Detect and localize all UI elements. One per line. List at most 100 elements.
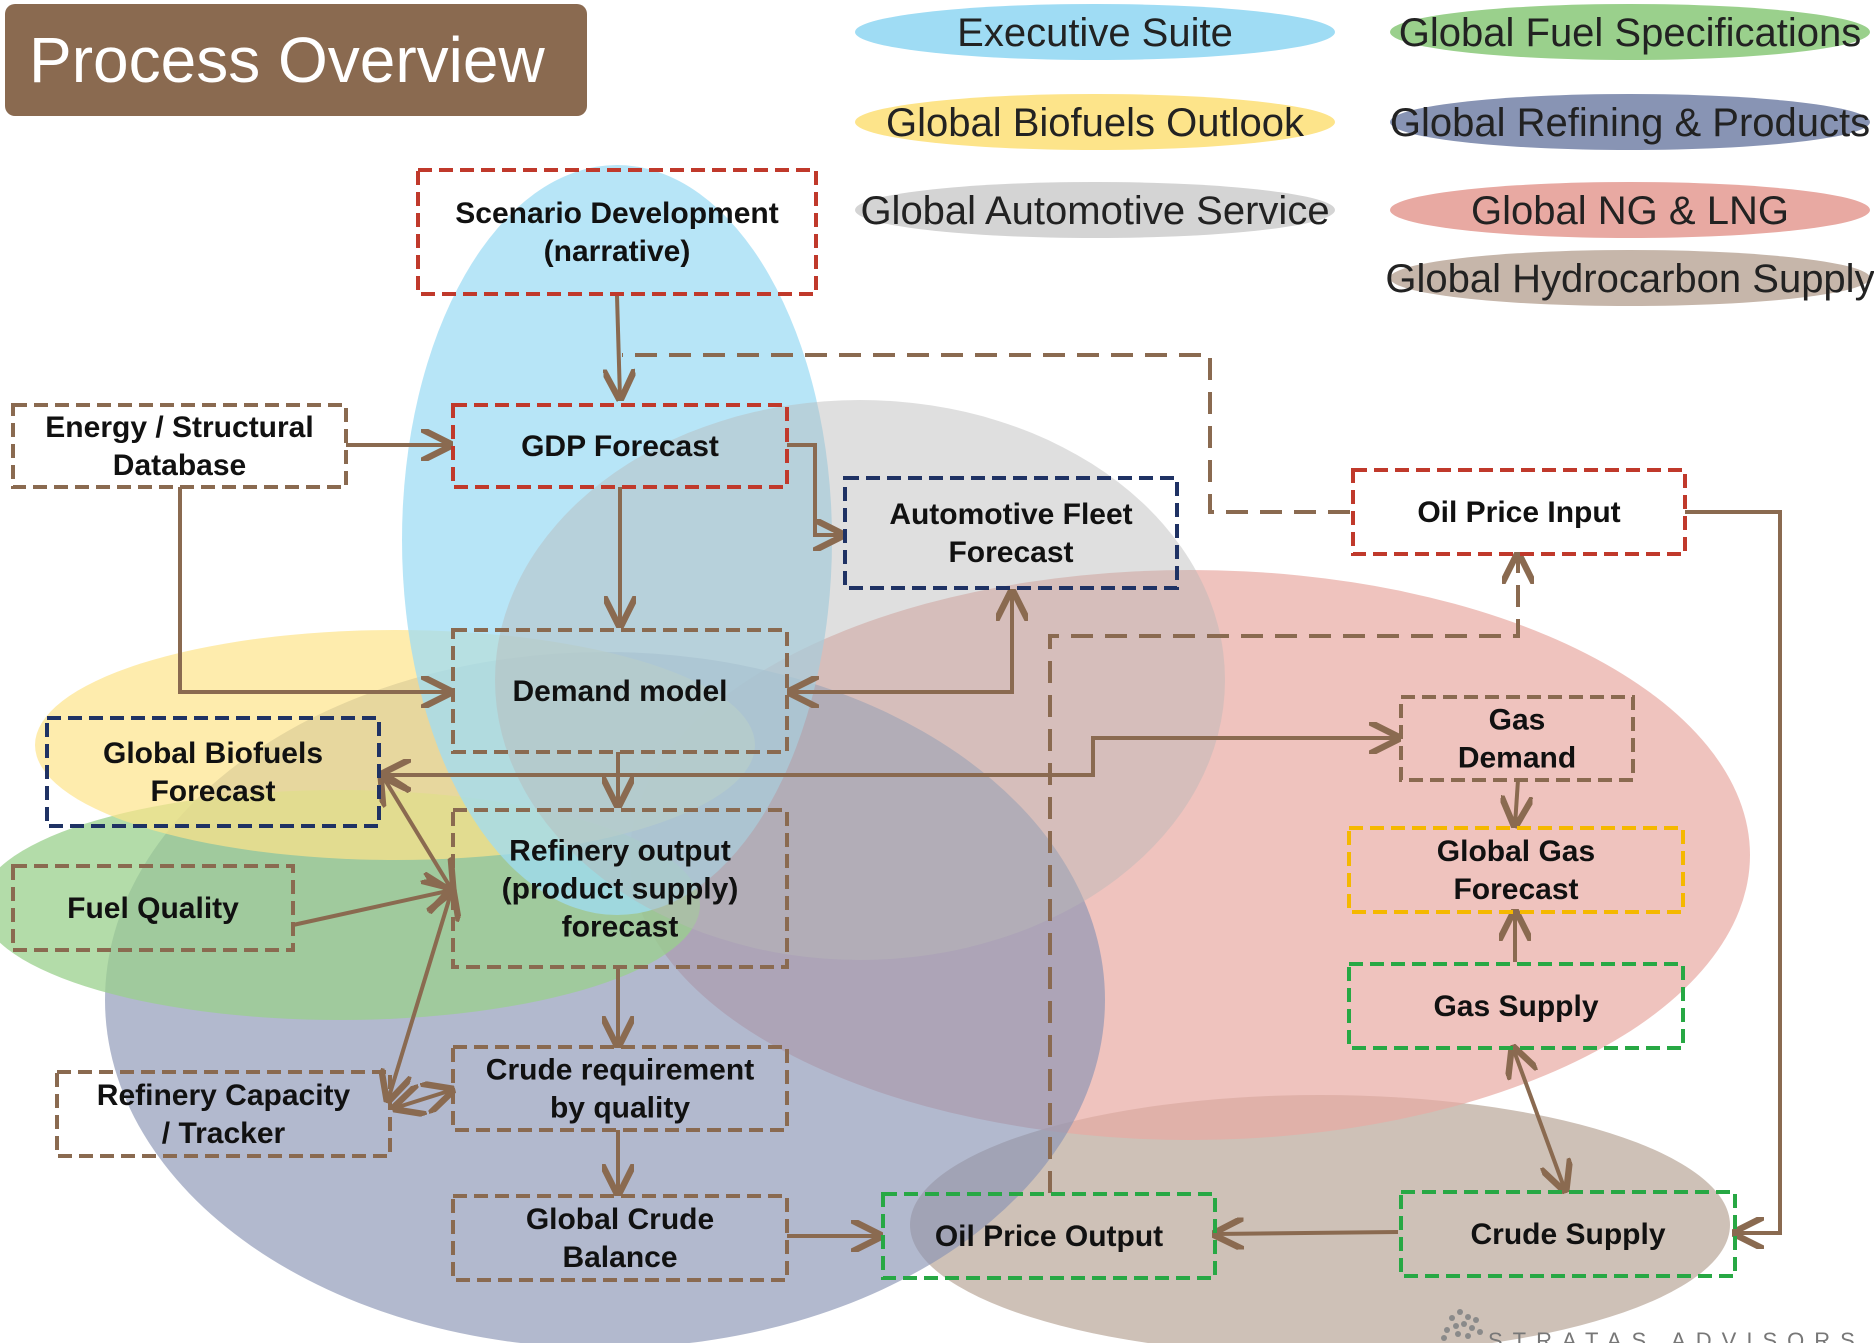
- arrow-capacity-crude-req: [395, 1090, 452, 1108]
- node-label-biofuels-forecast: Forecast: [150, 775, 275, 808]
- node-box-fuel-quality: [11, 864, 295, 952]
- legend-swatch-fuelspec: [1390, 4, 1870, 60]
- legend: Executive Suite Global Fuel Specification…: [855, 4, 1874, 306]
- legend-label-nglng: Global NG & LNG: [1471, 189, 1789, 233]
- legend-swatch-auto: [855, 182, 1335, 238]
- legend-item-auto: Global Automotive Service: [855, 182, 1335, 238]
- node-label-gas-demand: Demand: [1458, 742, 1576, 775]
- node-label-crude-req: by quality: [550, 1092, 690, 1125]
- node-crude-req: Crude requirement by quality: [451, 1045, 789, 1132]
- legend-label-exec: Executive Suite: [957, 11, 1233, 55]
- legend-item-refining: Global Refining & Products: [1390, 94, 1870, 150]
- node-label-energy-db: Database: [113, 449, 246, 482]
- legend-label-auto: Global Automotive Service: [860, 189, 1329, 233]
- legend-swatch-nglng: [1390, 182, 1870, 238]
- node-label-scenario: Scenario Development: [455, 197, 778, 230]
- legend-label-biofuels: Global Biofuels Outlook: [886, 101, 1305, 145]
- legend-item-biofuels: Global Biofuels Outlook: [855, 94, 1335, 150]
- arrow-gas-demand-to-gas-forecast: [1515, 779, 1518, 825]
- node-box-gas-demand: [1399, 695, 1635, 782]
- node-gas-supply: Gas Supply: [1347, 962, 1685, 1050]
- legend-swatch-exec: [855, 4, 1335, 60]
- brand-logo: STRATAS ADVISORS: [1441, 1309, 1865, 1343]
- node-label-refinery-capacity: / Tracker: [162, 1117, 286, 1150]
- node-scenario: Scenario Development (narrative): [416, 168, 818, 296]
- legend-swatch-biofuels: [855, 94, 1335, 150]
- node-label-auto-fleet: Forecast: [948, 536, 1073, 569]
- arrow-auto-fleet-demand: [790, 592, 1012, 692]
- arrow-scenario-to-gdp: [617, 295, 620, 398]
- node-label-demand-model: Demand model: [512, 675, 727, 708]
- legend-item-hydrocarbon: Global Hydrocarbon Supply: [1385, 250, 1874, 306]
- node-box-oil-price-output: [881, 1192, 1217, 1280]
- node-fuel-quality: Fuel Quality: [11, 864, 295, 952]
- node-label-global-gas-forecast: Global Gas: [1437, 835, 1595, 868]
- node-label-gas-supply: Gas Supply: [1433, 990, 1598, 1023]
- node-box-refinery-output: [451, 808, 789, 969]
- legend-swatch-refining: [1390, 94, 1870, 150]
- arrow-oil-price-input-to-crude-supply: [1685, 510, 1782, 1233]
- node-refinery-output: Refinery output (product supply) forecast: [451, 808, 789, 969]
- legend-swatch-hydrocarbon: [1390, 250, 1870, 306]
- node-label-fuel-quality: Fuel Quality: [67, 892, 239, 925]
- legend-label-refining: Global Refining & Products: [1390, 101, 1870, 145]
- legend-label-hydrocarbon: Global Hydrocarbon Supply: [1385, 257, 1874, 301]
- node-label-refinery-output: forecast: [562, 911, 679, 944]
- connectors: [178, 295, 1782, 1236]
- node-label-refinery-output: Refinery output: [509, 835, 731, 868]
- node-label-global-gas-forecast: Forecast: [1453, 873, 1578, 906]
- legend-item-fuelspec: Global Fuel Specifications: [1390, 4, 1870, 60]
- node-box-biofuels-forecast: [45, 716, 381, 828]
- node-gdp: GDP Forecast: [451, 403, 789, 489]
- dashed-oil-price-output-to-input: [1048, 555, 1518, 1193]
- arrow-gdp-to-auto-fleet: [787, 443, 842, 535]
- node-box-gdp: [451, 403, 789, 489]
- page-title: Process Overview: [5, 4, 587, 116]
- node-box-auto-fleet: [843, 476, 1179, 590]
- nodes: Scenario Development (narrative) Energy / …: [11, 168, 1737, 1282]
- legend-label-fuelspec: Global Fuel Specifications: [1399, 11, 1861, 55]
- node-label-auto-fleet: Automotive Fleet: [889, 498, 1132, 531]
- node-label-oil-price-output: Oil Price Output: [935, 1220, 1163, 1253]
- node-demand-model: Demand model: [451, 628, 789, 754]
- brand-text: STRATAS ADVISORS: [1488, 1328, 1865, 1343]
- legend-item-nglng: Global NG & LNG: [1390, 182, 1870, 238]
- arrow-energy-db-to-demand: [178, 487, 450, 692]
- node-label-global-crude-balance: Balance: [562, 1241, 677, 1274]
- node-box-oil-price-input: [1351, 468, 1687, 556]
- node-label-biofuels-forecast: Global Biofuels: [103, 737, 323, 770]
- node-label-gas-demand: Gas: [1489, 704, 1546, 737]
- node-oil-price-input: Oil Price Input: [1351, 468, 1687, 556]
- arrow-gas-supply-crude-supply: [1513, 1048, 1565, 1190]
- node-label-scenario: (narrative): [544, 235, 691, 268]
- node-label-global-crude-balance: Global Crude: [526, 1203, 714, 1236]
- arrow-demand-to-gas-demand: [618, 738, 1398, 777]
- arrow-capacity-refinery-output: [388, 890, 452, 1100]
- arrow-crude-supply-to-oil-price-output: [1215, 1232, 1399, 1234]
- node-label-gdp: GDP Forecast: [521, 430, 719, 463]
- arrow-biofuels-refinery-output: [382, 775, 452, 890]
- node-label-energy-db: Energy / Structural: [45, 411, 313, 444]
- node-label-crude-req: Crude requirement: [486, 1054, 754, 1087]
- node-oil-price-output: Oil Price Output: [881, 1192, 1217, 1280]
- node-refinery-capacity: Refinery Capacity / Tracker: [55, 1070, 392, 1158]
- node-label-refinery-output: (product supply): [502, 873, 739, 906]
- dashed-oil-price-input-to-gdp: [622, 353, 1350, 514]
- node-label-oil-price-input: Oil Price Input: [1417, 496, 1620, 529]
- legend-item-exec: Executive Suite: [855, 4, 1335, 60]
- node-box-demand-model: [451, 628, 789, 754]
- region-executive-suite: [402, 165, 832, 915]
- node-crude-supply: Crude Supply: [1399, 1190, 1737, 1278]
- node-label-refinery-capacity: Refinery Capacity: [97, 1079, 351, 1112]
- node-box-energy-db: [11, 403, 348, 489]
- node-label-crude-supply: Crude Supply: [1470, 1218, 1665, 1251]
- node-box-scenario: [416, 168, 818, 296]
